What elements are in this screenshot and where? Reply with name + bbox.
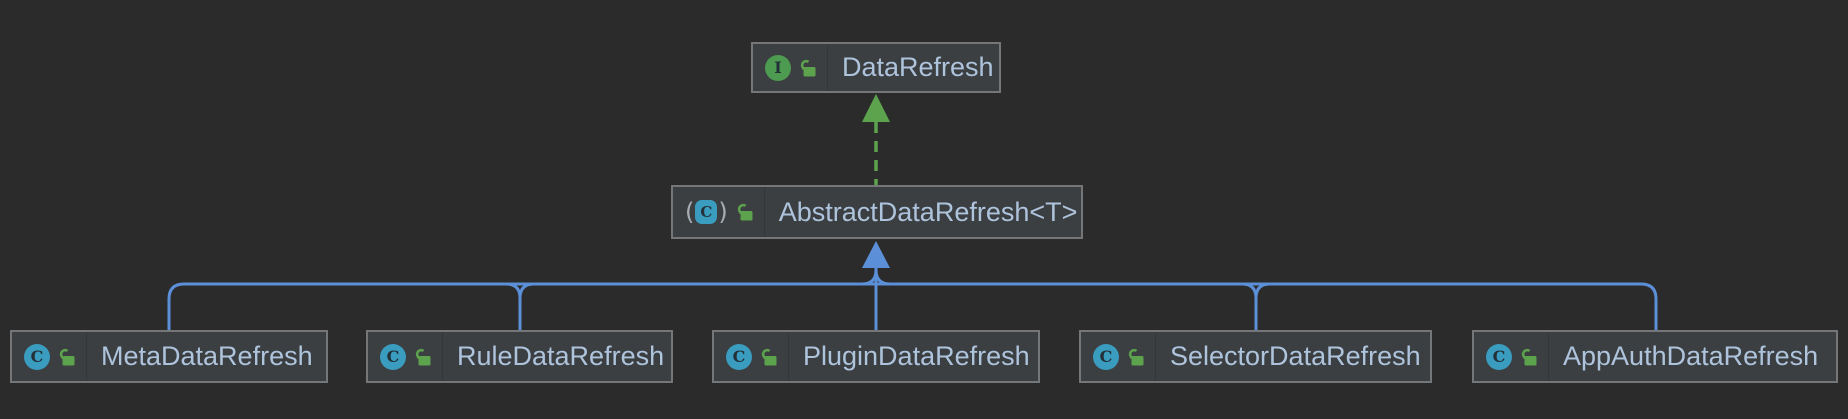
public-unlocked-icon — [59, 348, 75, 365]
abstract-class-icon: ( C ) — [685, 199, 728, 225]
public-unlocked-icon — [1521, 348, 1537, 365]
public-unlocked-icon — [800, 59, 816, 76]
class-icon: C — [1486, 343, 1512, 370]
header-divider — [86, 332, 87, 381]
header-divider — [1155, 332, 1156, 381]
inheritance-edges — [167, 268, 1658, 330]
class-icon: C — [1093, 343, 1119, 370]
node-icons: ( C ) — [673, 199, 764, 225]
node-icons: C — [368, 343, 442, 370]
interface-node-datarefresh[interactable]: I DataRefresh — [751, 42, 1001, 93]
node-icons: I — [753, 54, 827, 81]
header-divider — [442, 332, 443, 381]
class-node-ruledatarefresh[interactable]: C RuleDataRefresh — [366, 330, 673, 383]
public-unlocked-icon — [761, 348, 777, 365]
class-letter-badge: C — [695, 200, 718, 224]
class-node-selectordatarefresh[interactable]: C SelectorDataRefresh — [1079, 330, 1432, 383]
node-label: MetaDataRefresh — [101, 341, 313, 371]
abstract-class-node-abstractdatarefresh[interactable]: ( C ) AbstractDataRefresh<T> — [671, 185, 1083, 239]
node-icons: C — [714, 343, 788, 370]
class-node-plugindatarefresh[interactable]: C PluginDataRefresh — [712, 330, 1040, 383]
class-icon: C — [24, 343, 50, 370]
node-icons: C — [1474, 343, 1548, 370]
node-label: DataRefresh — [842, 52, 994, 82]
class-node-appauthdatarefresh[interactable]: C AppAuthDataRefresh — [1472, 330, 1838, 383]
inheritance-arrowhead — [862, 241, 890, 268]
public-unlocked-icon — [737, 203, 753, 221]
class-node-metadatarefresh[interactable]: C MetaDataRefresh — [10, 330, 328, 383]
abstract-paren-open: ( — [685, 198, 695, 226]
realization-arrowhead — [862, 94, 890, 122]
interface-icon: I — [765, 54, 791, 81]
public-unlocked-icon — [415, 348, 431, 365]
realization-edge — [862, 94, 890, 185]
class-icon: C — [380, 343, 406, 370]
node-icons: C — [12, 343, 86, 370]
node-label: RuleDataRefresh — [457, 341, 665, 371]
abstract-paren-close: ) — [718, 198, 728, 226]
header-divider — [788, 332, 789, 381]
node-label: PluginDataRefresh — [803, 341, 1030, 371]
node-label: SelectorDataRefresh — [1170, 341, 1421, 371]
header-divider — [1548, 332, 1549, 381]
header-divider — [763, 187, 765, 237]
node-icons: C — [1081, 343, 1155, 370]
class-icon: C — [726, 343, 752, 370]
public-unlocked-icon — [1128, 348, 1144, 365]
node-label: AppAuthDataRefresh — [1563, 341, 1819, 371]
node-label: AbstractDataRefresh<T> — [778, 196, 1078, 227]
header-divider — [827, 44, 828, 91]
